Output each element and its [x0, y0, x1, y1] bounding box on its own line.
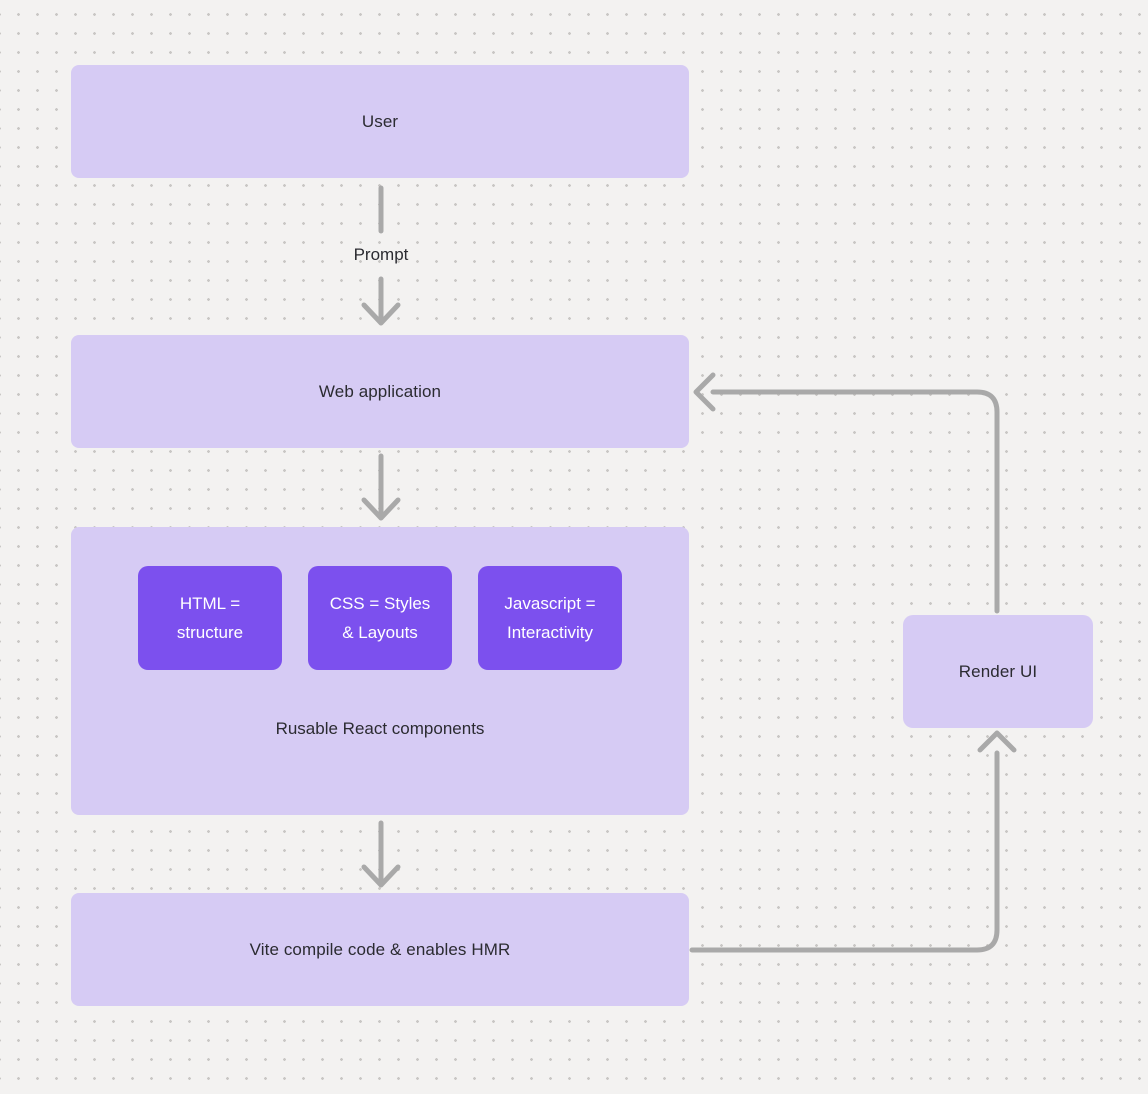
node-javascript-label: Javascript = Interactivity — [504, 594, 596, 642]
node-render-ui-label: Render UI — [958, 661, 1038, 681]
node-web-application[interactable]: Web application — [71, 335, 689, 448]
arrow-renderui-to-webapp — [693, 372, 1000, 614]
node-html[interactable]: HTML = structure — [138, 566, 282, 670]
node-render-ui[interactable]: Render UI — [903, 615, 1093, 728]
node-user[interactable]: User — [71, 65, 689, 178]
node-javascript[interactable]: Javascript = Interactivity — [478, 566, 622, 670]
node-css[interactable]: CSS = Styles & Layouts — [308, 566, 452, 670]
node-web-application-label: Web application — [318, 381, 442, 401]
arrow-vite-to-renderui — [689, 730, 1017, 953]
node-vite-label: Vite compile code & enables HMR — [249, 939, 511, 959]
prompt-label: Prompt — [353, 245, 409, 264]
components-group-label: Rusable React components — [275, 719, 485, 738]
node-html-label: HTML = structure — [176, 594, 244, 642]
node-css-label: CSS = Styles & Layouts — [329, 594, 431, 642]
arrow-webapp-to-components — [361, 453, 401, 521]
arrow-components-to-vite — [361, 820, 401, 888]
node-vite[interactable]: Vite compile code & enables HMR — [71, 893, 689, 1006]
node-user-label: User — [361, 111, 399, 131]
